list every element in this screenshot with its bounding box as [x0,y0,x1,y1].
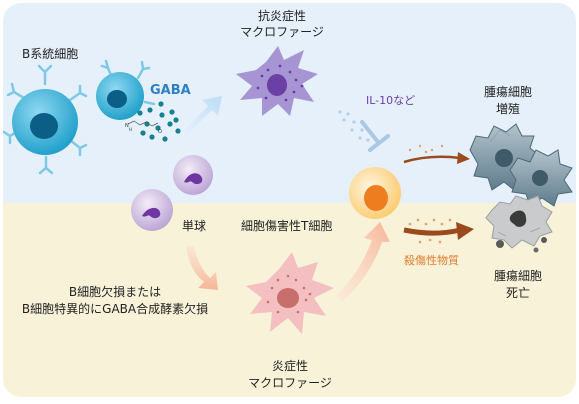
cytotoxic-t-cell [349,167,401,219]
il10-inhibition [360,120,390,152]
anti-macrophage-label-1: 抗炎症性 [258,8,306,23]
top-panel-fill [3,185,576,203]
deficiency-label-2: B細胞特異的にGABA合成酵素欠損 [22,301,208,316]
tumor-death-label-2: 死亡 [506,286,530,300]
cytotoxic-label: 殺傷性物質 [404,253,459,267]
anti-macrophage-label-2: マクロファージ [240,25,324,39]
inflammatory-macrophage [246,252,334,334]
tumor-cells-growth [469,123,573,207]
tumor-cells-dead [485,195,553,253]
il10-dots [338,110,370,142]
b-cell-large [2,64,88,175]
gaba-molecules [137,101,181,142]
anti-inflammatory-macrophage [236,46,318,116]
b-cell-small [96,59,156,120]
tumor-death-label-1: 腫瘍細胞 [494,268,542,283]
monocyte-1 [173,155,213,195]
molecule-n: N [125,123,129,129]
b-cell-label: B系統細胞 [22,47,78,61]
arrow-to-inflam-macrophage [186,246,218,290]
molecule-o: O [158,129,162,135]
arrow-ctl-to-tumor-death [403,218,474,244]
arrow-ctl-to-tumor-growth [403,144,470,164]
deficiency-label-1: B細胞欠損または [69,284,161,299]
gaba-label: GABA [150,83,191,98]
inflam-macrophage-label-1: 炎症性 [272,358,308,373]
gaba-structure [127,120,159,127]
monocyte-label: 単球 [182,219,206,233]
inflam-macrophage-label-2: マクロファージ [248,376,332,390]
tumor-growth-label-1: 腫瘍細胞 [484,84,532,99]
tumor-growth-label-2: 増殖 [496,101,520,116]
ctl-label: 細胞傷害性T細胞 [241,218,332,233]
arrow-to-anti-macrophage [182,96,222,136]
arrow-to-ctl [336,222,390,302]
monocyte-2 [131,189,173,231]
il10-label: IL-10など [366,94,415,107]
molecule-h: H [129,127,132,132]
